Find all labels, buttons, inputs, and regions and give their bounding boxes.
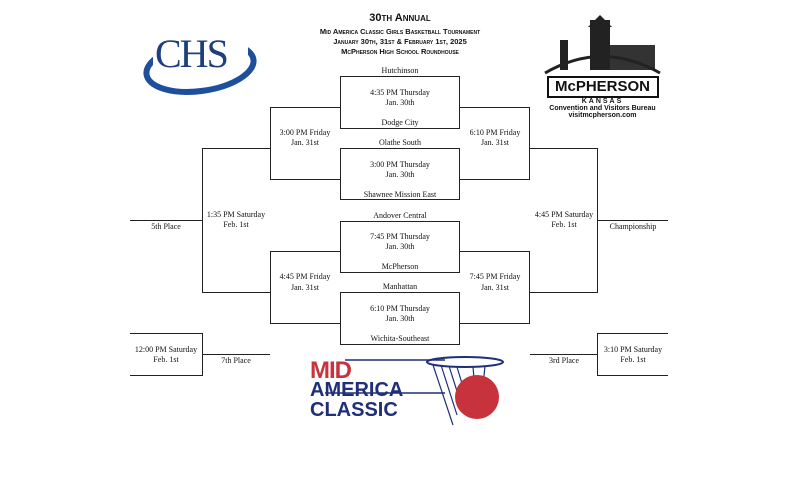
bracket-fifth-place bbox=[202, 148, 271, 293]
championship-label: Championship bbox=[609, 222, 657, 231]
game1-time: 4:35 PM Thursday bbox=[370, 88, 430, 97]
game2-date: Jan. 30th bbox=[385, 170, 415, 179]
team-wichita-southeast: Wichita-Southeast bbox=[370, 334, 430, 343]
header-title: 30th Annual bbox=[369, 12, 431, 24]
fifth-place-label: 5th Place bbox=[151, 222, 181, 231]
game4-date: Jan. 30th bbox=[385, 314, 415, 323]
right-upper-date: Jan. 31st bbox=[481, 138, 509, 147]
mid-america-classic-logo: MID AMERICA CLASSIC bbox=[305, 355, 505, 435]
team-mcpherson: McPherson bbox=[381, 262, 419, 271]
championship-time: 4:45 PM Saturday bbox=[534, 210, 594, 219]
championship-line bbox=[598, 220, 668, 222]
header-venue: McPherson High School Roundhouse bbox=[341, 47, 459, 56]
game-box-4 bbox=[340, 292, 460, 345]
seventh-date: Feb. 1st bbox=[153, 355, 179, 364]
header-tournament: Mid America Classic Girls Basketball Tou… bbox=[319, 27, 481, 36]
seventh-place-line bbox=[202, 354, 270, 356]
game-box-1 bbox=[340, 76, 460, 129]
left-upper-time: 3:00 PM Friday bbox=[279, 128, 331, 137]
right-upper-time: 6:10 PM Friday bbox=[469, 128, 521, 137]
header-dates: January 30th, 31st & February 1st, 2025 bbox=[333, 37, 467, 46]
right-lower-time: 7:45 PM Friday bbox=[469, 272, 521, 281]
third-place-label: 3rd Place bbox=[549, 356, 579, 365]
left-lower-date: Jan. 31st bbox=[291, 283, 319, 292]
team-manhattan: Manhattan bbox=[382, 282, 418, 291]
third-time: 3:10 PM Saturday bbox=[603, 345, 663, 354]
bracket-right-lower bbox=[459, 251, 530, 324]
mcpherson-cvb-logo: McPHERSON KANSAS Convention and Visitors… bbox=[540, 15, 665, 123]
chs-logo: CHS bbox=[143, 22, 258, 97]
left-upper-date: Jan. 31st bbox=[291, 138, 319, 147]
bracket-right-upper bbox=[459, 107, 530, 180]
team-dodge-city: Dodge City bbox=[381, 118, 419, 127]
third-date: Feb. 1st bbox=[620, 355, 646, 364]
fifth-game-time: 1:35 PM Saturday bbox=[206, 210, 266, 219]
team-andover-central: Andover Central bbox=[373, 211, 427, 220]
game3-time: 7:45 PM Thursday bbox=[370, 232, 430, 241]
team-olathe-south: Olathe South bbox=[379, 138, 421, 147]
seventh-time: 12:00 PM Saturday bbox=[134, 345, 198, 354]
bracket-left-upper bbox=[270, 107, 341, 180]
game-box-2 bbox=[340, 148, 460, 200]
fifth-game-date: Feb. 1st bbox=[223, 220, 249, 229]
championship-date: Feb. 1st bbox=[551, 220, 577, 229]
fifth-place-line bbox=[130, 220, 202, 222]
seventh-place-label: 7th Place bbox=[221, 356, 251, 365]
game2-time: 3:00 PM Thursday bbox=[370, 160, 430, 169]
bracket-championship bbox=[529, 148, 598, 293]
team-hutchinson: Hutchinson bbox=[381, 66, 419, 75]
third-place-line bbox=[530, 354, 598, 356]
right-lower-date: Jan. 31st bbox=[481, 283, 509, 292]
team-shawnee-mission-east: Shawnee Mission East bbox=[363, 190, 437, 199]
left-lower-time: 4:45 PM Friday bbox=[279, 272, 331, 281]
game4-time: 6:10 PM Thursday bbox=[370, 304, 430, 313]
game3-date: Jan. 30th bbox=[385, 242, 415, 251]
game1-date: Jan. 30th bbox=[385, 98, 415, 107]
bracket-left-lower bbox=[270, 251, 341, 324]
game-box-3 bbox=[340, 221, 460, 273]
